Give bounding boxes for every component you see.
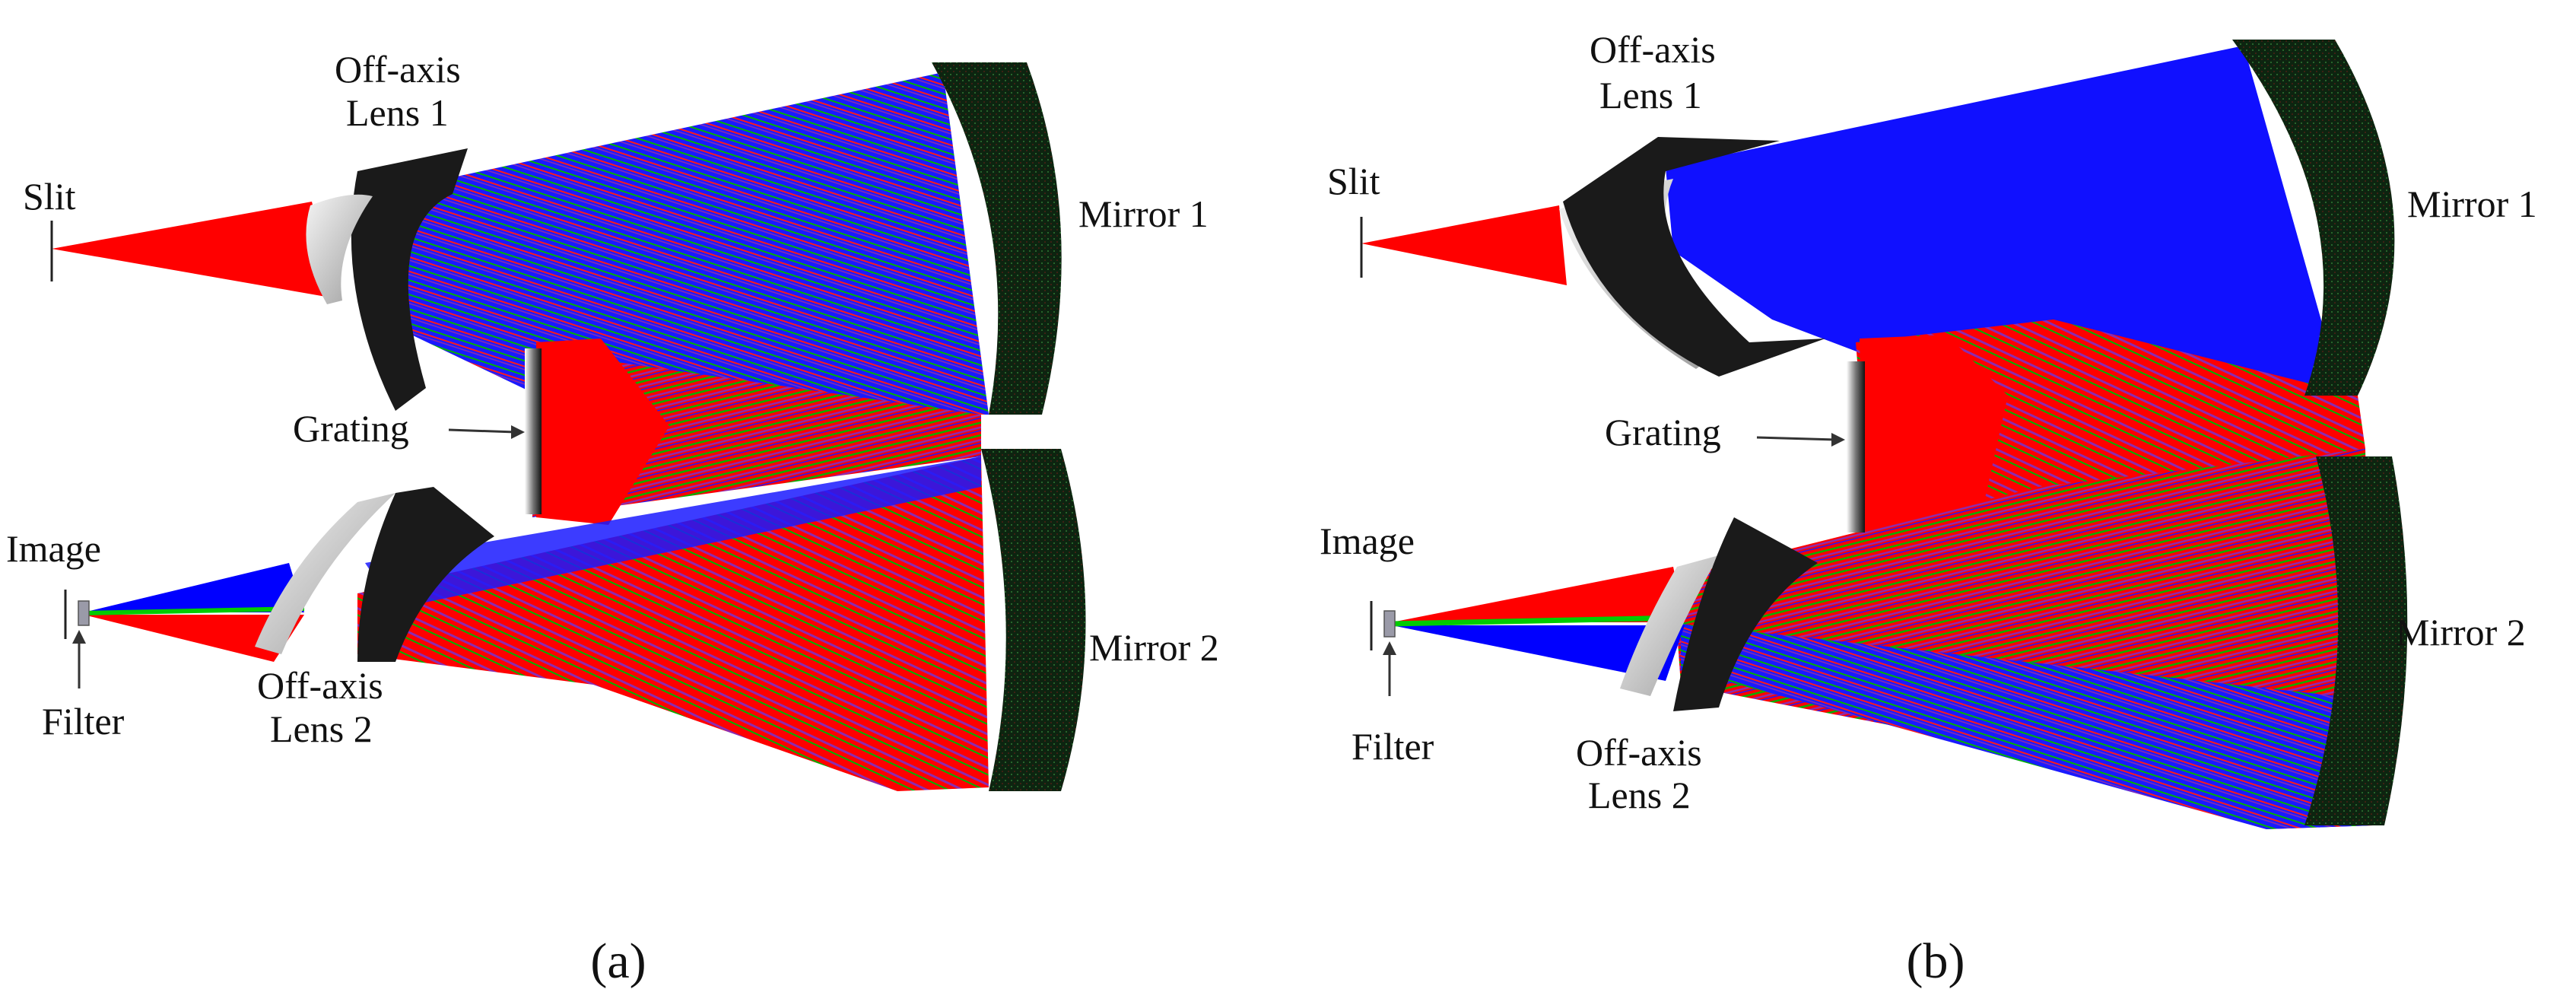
panel-a-lens2-light xyxy=(255,493,395,654)
panel-b-grating-element xyxy=(1847,361,1865,533)
panel-a-filter-label: Filter xyxy=(42,700,125,742)
panel-a-upper-ray-bundle xyxy=(357,72,989,415)
panel-a-caption: (a) xyxy=(590,933,646,989)
panel-a-grating-element xyxy=(525,348,542,514)
panel-b-mirror2 xyxy=(2304,456,2408,825)
panel-b-lens1-dark xyxy=(1563,137,1825,377)
panel-b-image-ray-cone-blue xyxy=(1392,625,1685,681)
panel-a-slit-ray-cone xyxy=(52,202,335,298)
panel-b-slit-label: Slit xyxy=(1327,160,1380,202)
panel-a-image-label: Image xyxy=(6,527,101,570)
panel-a-lens1-light xyxy=(306,194,373,304)
panel-a-grating-label: Grating xyxy=(293,407,409,450)
panel-b-filter-label: Filter xyxy=(1352,725,1434,768)
panel-a-lens1-dark xyxy=(351,148,468,411)
panel-b-lens2-label-line2: Lens 2 xyxy=(1588,774,1691,816)
panel-a-lens2-label-line2: Lens 2 xyxy=(270,708,373,750)
panel-b-grating-label: Grating xyxy=(1605,411,1721,453)
panel-b-grating-red-rays xyxy=(1860,335,2008,533)
panel-a-mirror1-label: Mirror 1 xyxy=(1078,192,1209,235)
panel-a-lower-blue-band xyxy=(365,456,981,609)
panel-a-mirror2 xyxy=(981,449,1086,791)
panel-b-filter-element xyxy=(1383,610,1396,638)
panel-b-image-label: Image xyxy=(1320,520,1415,562)
panel-a-lower-ray-bundle xyxy=(357,456,989,791)
panel-b: Slit Off-axis Lens 1 Mirror 1 Grating Im… xyxy=(1320,28,2537,989)
panel-a-lens2-dark xyxy=(357,487,494,662)
panel-a-image-ray-cone-red xyxy=(84,615,304,662)
panel-b-mirror2-label: Mirror 2 xyxy=(2396,611,2526,653)
panel-b-mirror1 xyxy=(2232,40,2395,396)
panel-a-image-ray-cone-blue xyxy=(84,563,304,612)
panel-a-lens1-label-line2: Lens 1 xyxy=(346,91,449,134)
panel-a-grating-red-rays xyxy=(536,339,669,525)
panel-b-lower-blue-band xyxy=(1681,624,2373,829)
panel-b-lens2-dark xyxy=(1673,517,1818,711)
panel-b-image-ray-cone-red xyxy=(1392,567,1685,622)
panel-b-caption: (b) xyxy=(1907,933,1965,989)
panel-a-mirror2-label: Mirror 2 xyxy=(1089,626,1219,669)
panel-b-slit-ray-cone xyxy=(1361,205,1567,285)
panel-b-lens2-light xyxy=(1620,555,1719,696)
panel-b-lens2-label-line1: Off-axis xyxy=(1576,731,1702,774)
panel-b-upper-ray-bundle xyxy=(1666,46,2343,426)
panel-b-mirror1-label: Mirror 1 xyxy=(2407,183,2537,225)
panel-b-lens1-label-line2: Lens 1 xyxy=(1599,74,1702,116)
panel-b-lens1-label-line1: Off-axis xyxy=(1590,28,1716,71)
panel-a-slit-label: Slit xyxy=(23,175,76,218)
panel-a-grating-ray-bundle xyxy=(532,350,981,517)
panel-a-lens1-label-line1: Off-axis xyxy=(335,48,461,91)
panel-a: Slit Off-axis Lens 1 Mirror 1 Grating Im… xyxy=(6,48,1219,989)
panel-a-lens2-label-line1: Off-axis xyxy=(257,664,383,707)
panel-a-filter-element xyxy=(78,600,90,626)
panel-a-mirror1 xyxy=(932,62,1062,415)
